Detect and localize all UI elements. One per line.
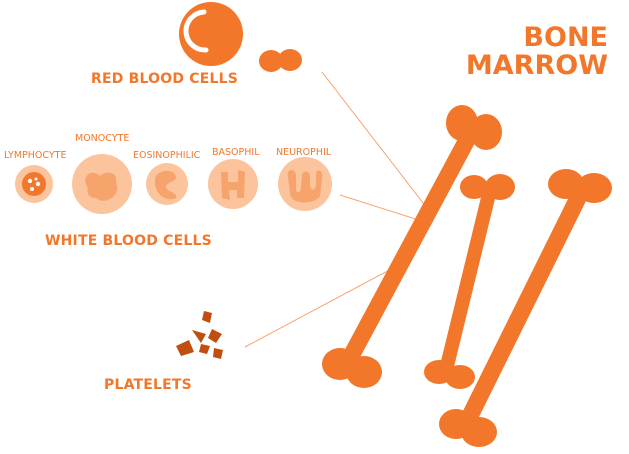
red-blood-cell-side-icon [259, 49, 302, 72]
rbc-leader-line [321, 71, 431, 213]
bone-middle-icon [424, 174, 515, 389]
neutrophil-label: NEUROPHIL [276, 147, 332, 158]
monocyte-icon [72, 154, 132, 214]
basophil-icon [208, 159, 258, 209]
platelets-icon [176, 311, 223, 359]
eosinophilic-icon [146, 163, 188, 205]
lymphocyte-label: LYMPHOCYTE [4, 150, 67, 161]
monocyte-label: MONOCYTE [75, 133, 130, 144]
red-blood-cell-icon [179, 2, 243, 66]
lymphocyte-icon [15, 165, 53, 203]
title: BONE MARROW [466, 24, 608, 80]
title-line-2: MARROW [465, 50, 608, 81]
platelet-leader-line [244, 257, 413, 348]
leader-lines [244, 71, 431, 348]
basophil-label: BASOPHIL [212, 147, 260, 158]
eosinophilic-label: EOSINOPHILIC [133, 150, 201, 161]
neutrophil-icon [278, 157, 332, 211]
bone-right-icon [439, 169, 612, 447]
red-blood-cells-label: RED BLOOD CELLS [91, 71, 238, 87]
wbc-leader-line [339, 194, 426, 223]
bones [322, 105, 612, 447]
white-blood-cells-label: WHITE BLOOD CELLS [45, 233, 212, 249]
platelets-label: PLATELETS [104, 377, 192, 393]
bone-left-icon [322, 105, 502, 388]
title-line-1: BONE [523, 22, 608, 53]
